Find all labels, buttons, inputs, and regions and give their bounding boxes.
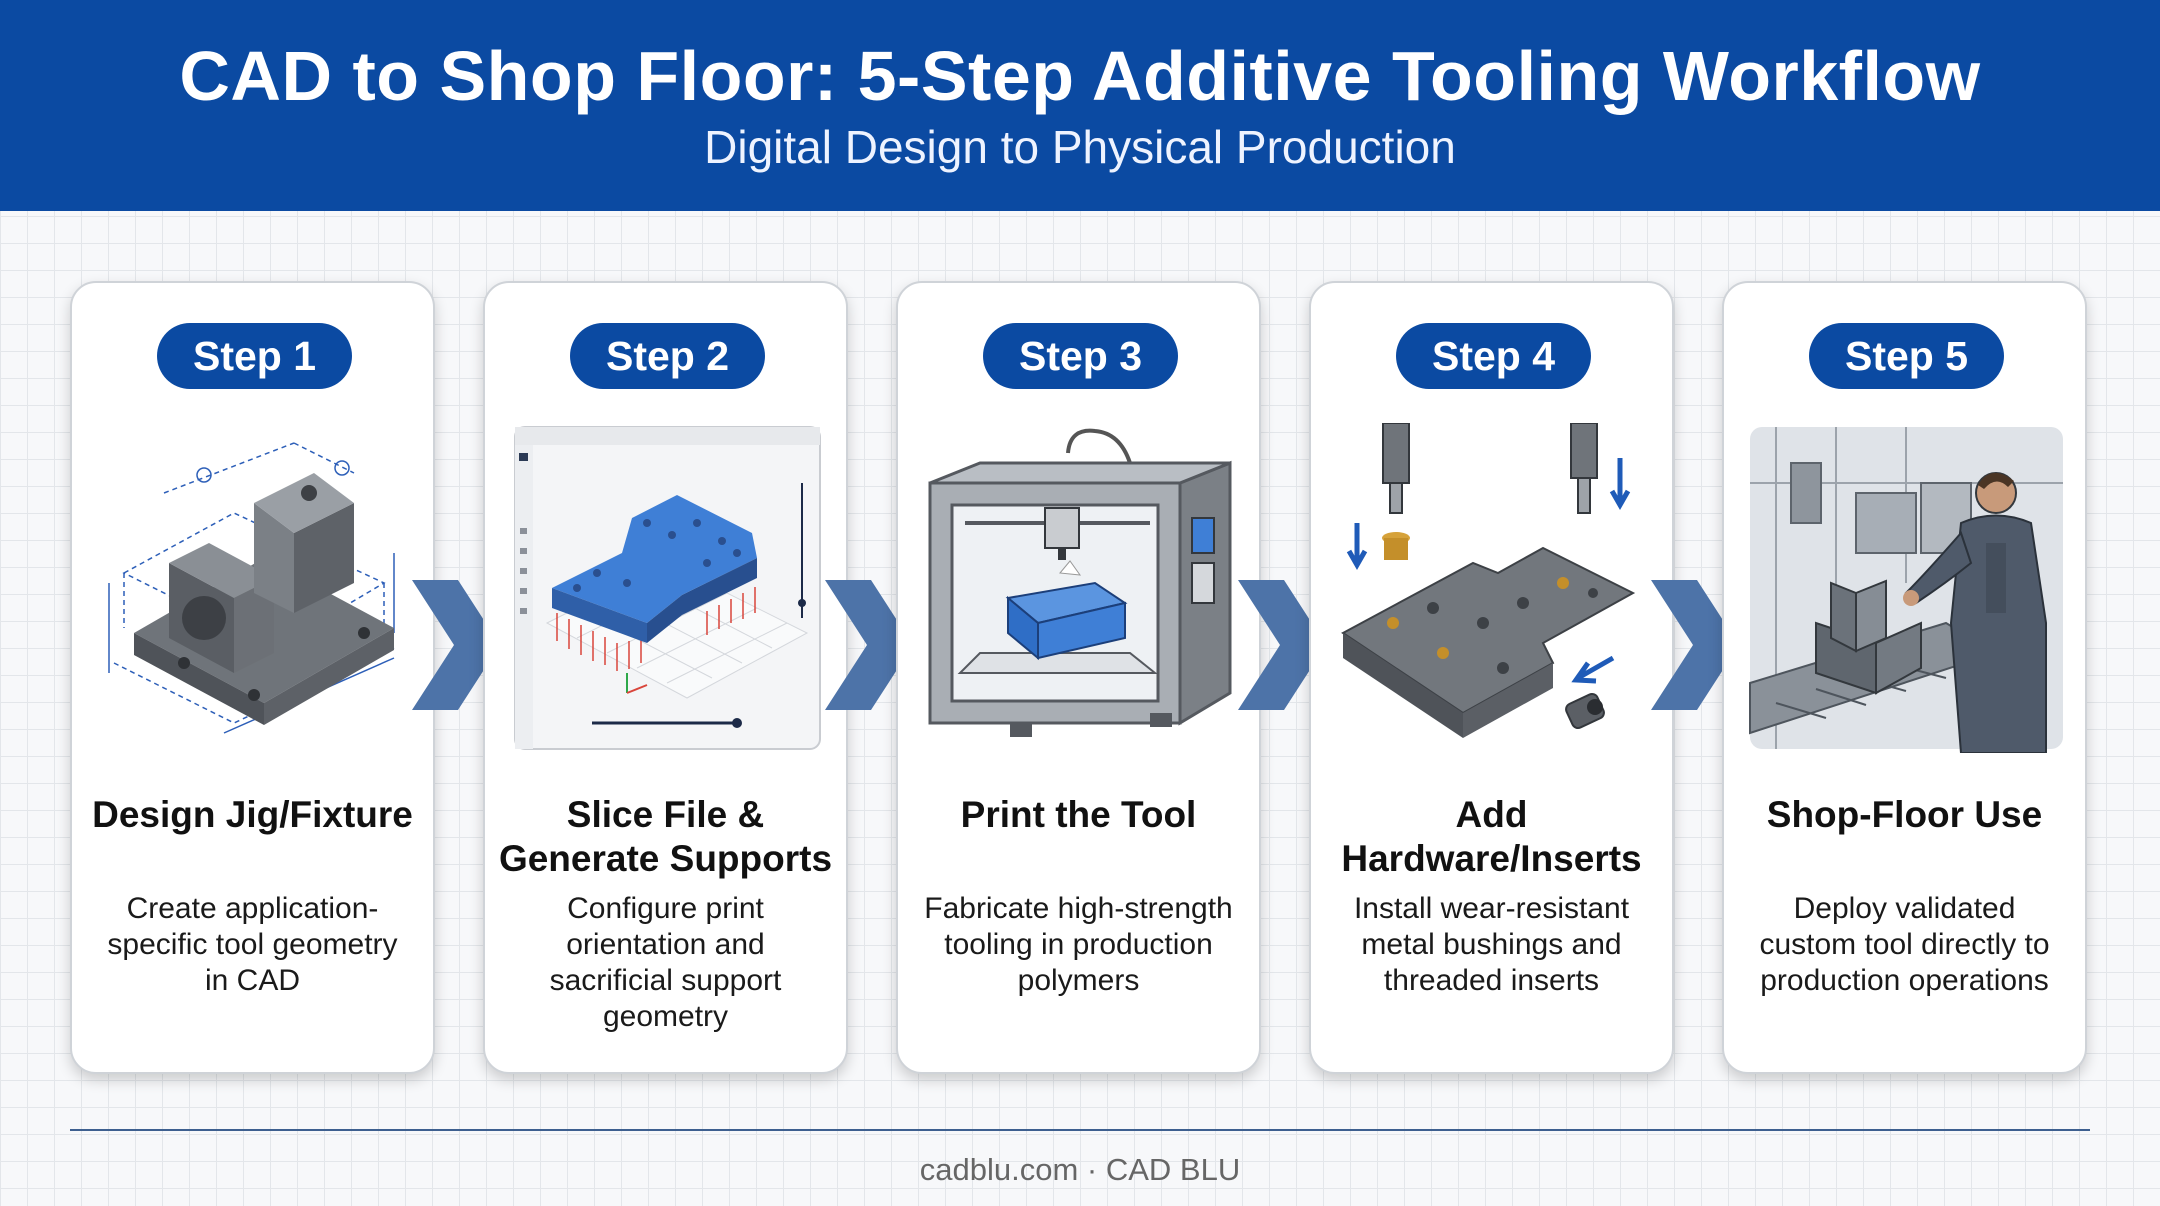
- step-badge: Step 4: [1396, 323, 1591, 389]
- chevron-right-icon: [825, 580, 913, 710]
- page-subtitle: Digital Design to Physical Production: [704, 121, 1456, 173]
- step-badge: Step 3: [983, 323, 1178, 389]
- step-title: Design Jig/Fixture: [92, 794, 413, 835]
- step-description: Deploy validated custom tool directly to…: [1759, 892, 2050, 997]
- step-title: Slice File & Generate Supports: [498, 794, 833, 879]
- chevron-right-icon: [412, 580, 500, 710]
- 3d-printer-icon: [920, 423, 1241, 753]
- step-badge: Step 5: [1809, 323, 2004, 389]
- header-banner: CAD to Shop Floor: 5-Step Additive Tooli…: [0, 0, 2160, 211]
- step-title: Add Hardware/Inserts: [1341, 794, 1642, 879]
- step-description: Fabricate high-strength tooling in produ…: [924, 892, 1233, 997]
- step-description: Configure print orientation and sacrific…: [549, 892, 782, 1033]
- step-description: Install wear-resistant metal bushings an…: [1353, 892, 1630, 997]
- step-card-4: Step 4 Add Hardware/Inserts Install wear…: [1309, 281, 1674, 1074]
- step-title: Print the Tool: [960, 794, 1197, 835]
- slicer-software-icon: [507, 423, 828, 753]
- insert-installation-icon: [1333, 423, 1654, 753]
- step-badge: Step 1: [157, 323, 352, 389]
- footer-divider: [70, 1129, 2090, 1131]
- cad-fixture-drawing-icon: [94, 423, 415, 753]
- footer-credit: cadblu.com · CAD BLU: [919, 1152, 1241, 1187]
- step-card-3: Step 3 Print the Tool Fabricate high-str…: [896, 281, 1261, 1074]
- step-title: Shop-Floor Use: [1766, 794, 2043, 835]
- step-badge: Step 2: [570, 323, 765, 389]
- shop-floor-worker-icon: [1746, 423, 2067, 753]
- step-card-5: Step 5 Shop-F: [1722, 281, 2087, 1074]
- step-description: Create application-specific tool geometr…: [107, 892, 398, 997]
- chevron-right-icon: [1238, 580, 1326, 710]
- step-card-2: Step 2: [483, 281, 848, 1074]
- page-title: CAD to Shop Floor: 5-Step Additive Tooli…: [179, 37, 1981, 115]
- chevron-right-icon: [1651, 580, 1739, 710]
- step-card-1: Step 1: [70, 281, 435, 1074]
